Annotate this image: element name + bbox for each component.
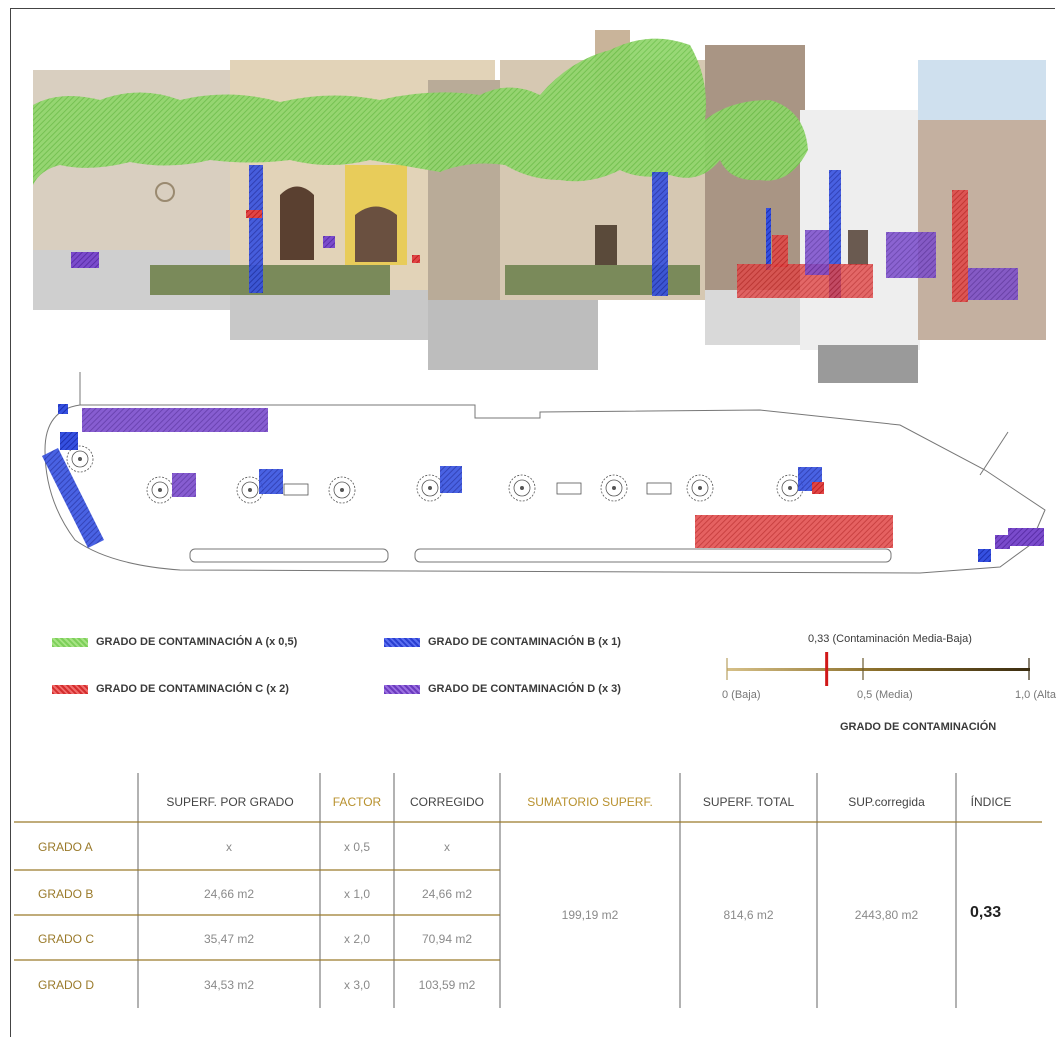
header-factor: FACTOR — [332, 795, 382, 809]
scale-marker-label: 0,33 (Contaminación Media-Baja) — [808, 633, 972, 645]
header-corregido: CORREGIDO — [409, 795, 484, 809]
grade-b-areas-plan — [42, 404, 991, 562]
scale-mid-label: 0,5 (Media) — [857, 689, 913, 701]
legend-grade-a: GRADO DE CONTAMINACIÓN A (x 0,5) — [52, 636, 297, 648]
cell-factor-b: x 1,0 — [343, 887, 370, 901]
cell-supcorr: 2443,80 m2 — [854, 908, 919, 922]
grade-d-areas-elevation — [71, 230, 1018, 300]
grade-a-canopy — [33, 38, 808, 185]
grade-d-swatch — [384, 684, 420, 694]
cell-corregido-b: 24,66 m2 — [421, 887, 473, 901]
cell-corregido-c: 70,94 m2 — [421, 932, 473, 946]
cell-indice: 0,33 — [970, 904, 1002, 921]
bench — [414, 548, 892, 563]
grade-c-areas-elevation — [246, 190, 968, 302]
contamination-scale-bar — [726, 652, 1030, 686]
grade-c-swatch — [52, 684, 88, 694]
scale-high-label: 1,0 (Alta — [1015, 689, 1056, 701]
header-sumatorio: SUMATORIO SUPERF. — [527, 795, 653, 809]
figure-frame — [10, 8, 1055, 1037]
header-superf: SUPERF. POR GRADO — [166, 795, 294, 809]
cell-superf-d: 34,53 m2 — [203, 978, 255, 992]
legend-grade-d: GRADO DE CONTAMINACIÓN D (x 3) — [384, 683, 621, 695]
grade-d-areas-plan — [82, 408, 1044, 549]
cell-total: 814,6 m2 — [723, 908, 774, 922]
scale-low-label: 0 (Baja) — [722, 689, 761, 701]
grade-c-areas-plan — [695, 482, 893, 548]
legend-grade-b: GRADO DE CONTAMINACIÓN B (x 1) — [384, 636, 621, 648]
legend-grade-d-label: GRADO DE CONTAMINACIÓN D (x 3) — [428, 683, 621, 695]
cell-superf-a: x — [226, 840, 232, 854]
header-total: SUPERF. TOTAL — [702, 795, 795, 809]
legend-grade-b-label: GRADO DE CONTAMINACIÓN B (x 1) — [428, 636, 621, 648]
plaza-plan — [42, 372, 1046, 574]
street-elevation-panorama — [33, 30, 1046, 383]
plaza-outline — [44, 372, 1046, 574]
cell-corregido-d: 103,59 m2 — [418, 978, 476, 992]
row-label-grado-c: GRADO C — [38, 932, 95, 946]
row-label-grado-a: GRADO A — [38, 840, 93, 854]
scale-title: GRADO DE CONTAMINACIÓN — [840, 721, 997, 733]
row-label-grado-b: GRADO B — [38, 887, 94, 901]
cell-superf-c: 35,47 m2 — [203, 932, 255, 946]
header-supcorr: SUP.corregida — [848, 795, 925, 809]
legend-grade-a-label: GRADO DE CONTAMINACIÓN A (x 0,5) — [96, 636, 298, 648]
cell-factor-d: x 3,0 — [343, 978, 370, 992]
legend-grade-c-label: GRADO DE CONTAMINACIÓN C (x 2) — [96, 683, 289, 695]
bench — [189, 548, 389, 563]
legend-grade-c: GRADO DE CONTAMINACIÓN C (x 2) — [52, 683, 289, 695]
row-label-grado-d: GRADO D — [38, 978, 95, 992]
cell-corregido-a: x — [444, 840, 450, 854]
cell-factor-a: x 0,5 — [343, 840, 370, 854]
cell-superf-b: 24,66 m2 — [203, 887, 255, 901]
header-indice: ÍNDICE — [970, 795, 1012, 809]
cell-factor-c: x 2,0 — [343, 932, 370, 946]
cell-sumatorio: 199,19 m2 — [561, 908, 619, 922]
grade-a-swatch — [52, 637, 88, 647]
grade-b-swatch — [384, 637, 420, 647]
